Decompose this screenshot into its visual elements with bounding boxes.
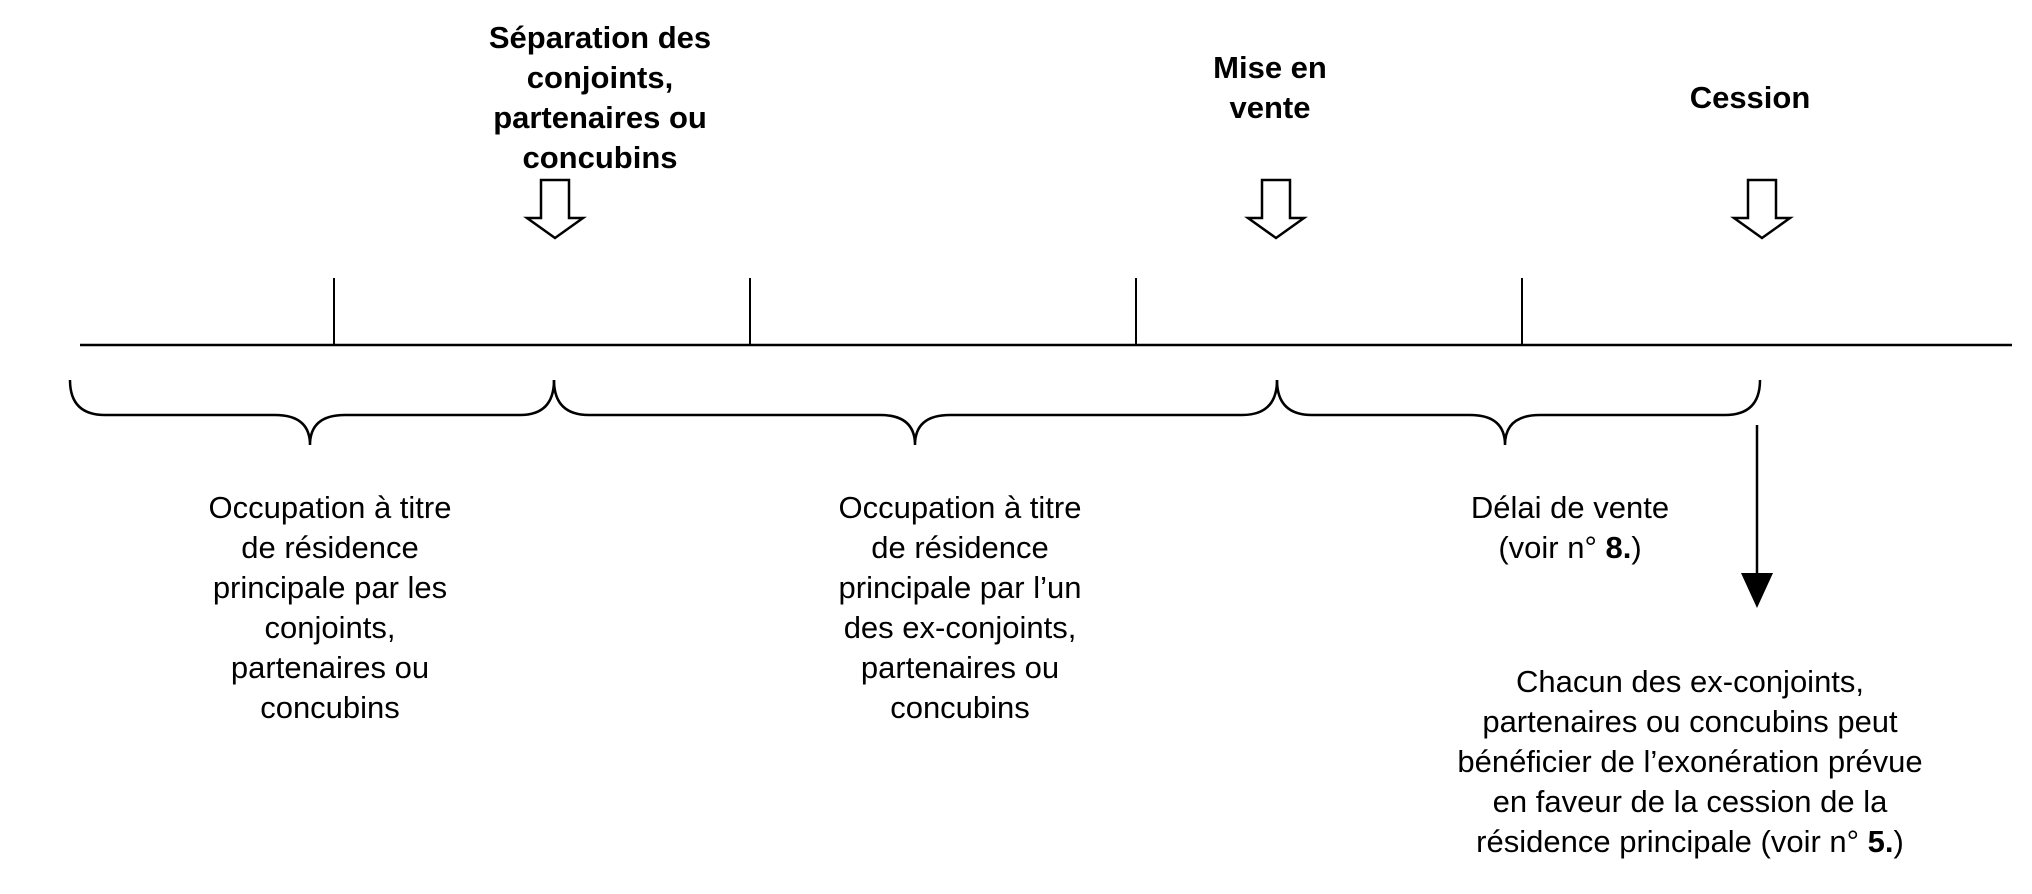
period-label-line: concubins — [260, 690, 400, 725]
reference-number: 5. — [1867, 824, 1894, 859]
result-last-line: résidence principale (voir n° 5.) — [1370, 822, 2010, 862]
result-line: bénéficier de l’exonération prévue — [1457, 744, 1923, 779]
period-label-line: Occupation à titre — [208, 490, 452, 525]
event-label-line: Mise en — [1213, 50, 1327, 85]
event-label-line: concubins — [522, 140, 678, 175]
event-label-line: Séparation des — [488, 20, 712, 55]
period-label-line: conjoints, — [264, 610, 396, 645]
mise-en-vente-arrow-icon — [1244, 178, 1308, 240]
period-label-line: des ex-conjoints, — [843, 610, 1077, 645]
result-line: partenaires ou concubins peut — [1482, 704, 1898, 739]
period-label-line: de résidence — [871, 530, 1049, 565]
event-label-line: vente — [1229, 90, 1311, 125]
reference-text: (voir n° — [1498, 530, 1606, 565]
period-brace-1 — [68, 379, 556, 446]
reference-text: ) — [1631, 530, 1642, 565]
period-label-line: concubins — [890, 690, 1030, 725]
event-label-line: conjoints, — [526, 60, 674, 95]
result-line: en faveur de la cession de la — [1492, 784, 1888, 819]
period-label-occupation-commune: Occupation à titre de résidence principa… — [140, 488, 520, 728]
result-arrow-head-icon — [1741, 573, 1773, 608]
event-label-line: Cession — [1689, 80, 1811, 115]
result-description: Chacun des ex-conjoints, partenaires ou … — [1370, 662, 2010, 862]
event-label-cession: Cession — [1620, 78, 1880, 118]
period-label-line: partenaires ou — [230, 650, 430, 685]
period-brace-2 — [552, 379, 1279, 446]
result-text: résidence principale (voir n° — [1476, 824, 1868, 859]
period-label-line: de résidence — [241, 530, 419, 565]
period-brace-3 — [1275, 379, 1762, 446]
period-reference-line: (voir n° 8.) — [1400, 528, 1740, 568]
period-label-delai-vente: Délai de vente (voir n° 8.) — [1400, 488, 1740, 568]
event-label-separation: Séparation des conjoints, partenaires ou… — [410, 18, 790, 178]
period-label-line: Occupation à titre — [838, 490, 1082, 525]
result-line: Chacun des ex-conjoints, — [1515, 664, 1865, 699]
event-label-line: partenaires ou — [493, 100, 707, 135]
period-label-occupation-ex: Occupation à titre de résidence principa… — [770, 488, 1150, 728]
reference-number: 8. — [1605, 530, 1632, 565]
result-text: ) — [1893, 824, 1904, 859]
separation-arrow-icon — [523, 178, 587, 240]
period-label-line: principale par l’un — [838, 570, 1082, 605]
period-label-line: principale par les — [212, 570, 448, 605]
event-label-mise-en-vente: Mise en vente — [1150, 48, 1390, 128]
period-label-line: Délai de vente — [1470, 490, 1670, 525]
cession-arrow-icon — [1730, 178, 1794, 240]
period-label-line: partenaires ou — [860, 650, 1060, 685]
